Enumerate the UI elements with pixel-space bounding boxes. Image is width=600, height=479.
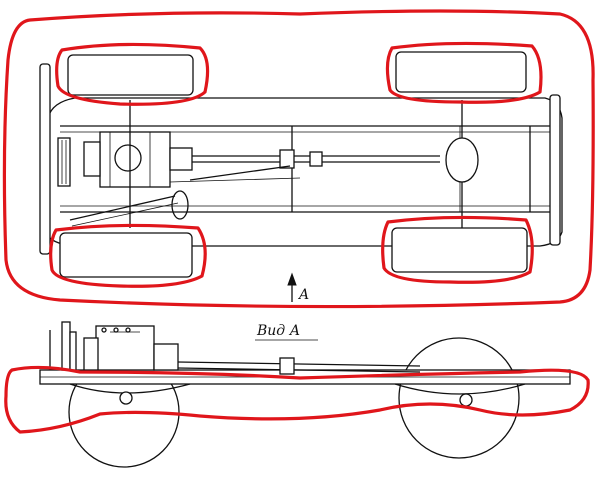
view-arrow bbox=[287, 272, 297, 302]
view-arrow-label: A bbox=[297, 287, 309, 303]
highlight-side-view bbox=[4, 365, 590, 434]
side-drive-shaft bbox=[177, 357, 421, 375]
drive-shaft bbox=[192, 149, 440, 169]
radiator bbox=[57, 137, 71, 187]
highlight-top-view bbox=[2, 9, 595, 309]
side-radiator bbox=[49, 321, 77, 371]
front-right-wheel bbox=[59, 232, 193, 278]
side-engine bbox=[83, 325, 179, 371]
rear-right-wheel bbox=[391, 227, 528, 273]
front-shock bbox=[119, 391, 133, 405]
exhaust-pipe bbox=[169, 177, 301, 183]
highlight-front-right-wheel bbox=[49, 223, 207, 288]
highlight-marks bbox=[2, 9, 595, 434]
front-bumper bbox=[39, 63, 51, 255]
rear-left-wheel bbox=[395, 51, 527, 93]
engine bbox=[83, 131, 193, 188]
front-left-wheel bbox=[67, 54, 194, 96]
highlight-front-left-wheel bbox=[55, 42, 210, 106]
side-rear-wheel bbox=[398, 337, 520, 459]
rear-shock bbox=[459, 393, 473, 407]
steering bbox=[69, 165, 291, 227]
rear-bumper bbox=[549, 94, 561, 246]
highlight-rear-left-wheel bbox=[385, 41, 543, 104]
side-view: Вид А bbox=[39, 321, 571, 468]
section-title: Вид А bbox=[256, 323, 300, 339]
rear-spring bbox=[394, 383, 526, 395]
top-view: A bbox=[39, 51, 563, 303]
highlight-rear-right-wheel bbox=[381, 215, 534, 284]
rear-differential bbox=[445, 100, 479, 228]
